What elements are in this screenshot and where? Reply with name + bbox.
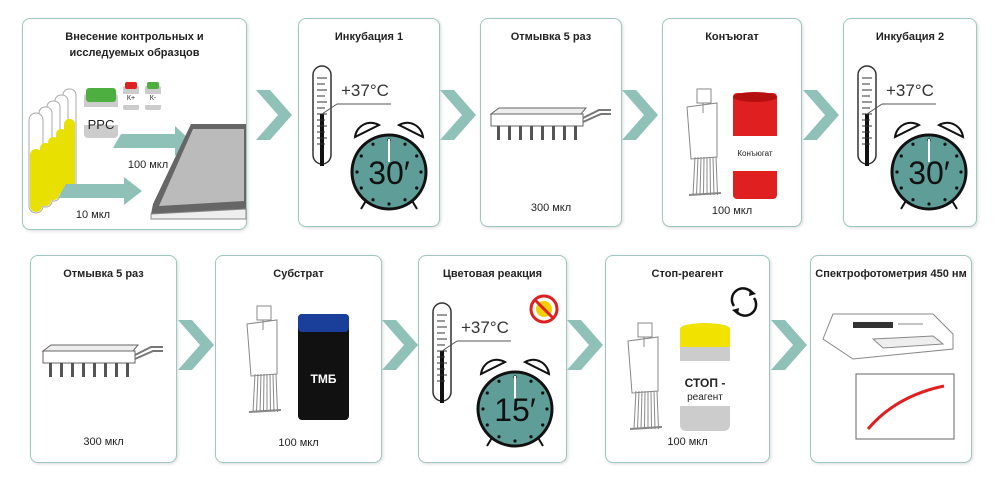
step-wash-2: Отмывка 5 раз 300 мкл [30,255,177,463]
step-incubation-2: Инкубация 2 +37°С 30′ [843,18,977,227]
clock-time-label: 15′ [494,392,536,428]
next-arrow-icon [382,320,418,370]
step-title: Субстрат [273,268,324,280]
step-conjugate: Конъюгат Конъюгат 100 мкл [662,18,802,227]
temperature-label: +37°С [341,81,389,100]
next-arrow-icon [178,320,214,370]
control-vials-icon [123,82,161,110]
bottle-label-line1: СТОП - [684,376,726,390]
next-arrow-icon [771,320,807,370]
test-tubes-icon [28,88,77,214]
volume-label: 300 мкл [83,436,124,448]
step-color-reaction: Цветовая реакция +37°С 15′ [418,255,567,463]
next-arrow-icon [440,90,476,140]
next-arrow-icon [803,90,839,140]
multichannel-pipette-icon [681,87,726,202]
stop-reagent-bottle-icon [680,323,730,431]
microplate-icon [150,124,247,220]
temperature-label: +37°С [886,81,934,100]
k-minus-label: К- [149,95,157,102]
strip-plate-icon [489,104,611,154]
step-incubation-1: Инкубация 1 +37°С 30′ [298,18,440,227]
step-title: Инкубация 1 [334,31,404,43]
volume-label: 100 мкл [711,205,753,217]
bottle-label: Конъюгат [737,149,773,158]
volume-label: 300 мкл [530,202,572,214]
k-plus-label: К+ [126,95,136,102]
transfer-arrow-icon [113,126,191,156]
transfer-arrow-icon [58,177,142,205]
bottle-label-line2: реагент [687,392,723,403]
step-stop-reagent: Стоп-реагент СТОП - реагент 100 мкл [605,255,770,463]
step-title: Отмывка 5 раз [510,31,592,43]
no-light-icon [529,294,559,324]
volume-10: 10 мкл [75,209,111,221]
step-title: Инкубация 2 [875,31,945,43]
absorbance-curve-icon [855,373,955,440]
shake-icon [730,287,758,317]
tmb-bottle-icon [298,314,349,420]
step-spectrophotometry: Спектрофотометрия 450 нм [810,255,972,463]
thermometer-icon [856,64,936,174]
strip-plate-icon [41,341,163,391]
step-title: Спектрофотометрия 450 нм [815,268,967,280]
multichannel-pipette-icon [241,304,286,419]
multichannel-pipette-icon [622,321,667,436]
alarm-clock-icon: 30′ [349,117,429,212]
volume-label: 100 мкл [667,436,708,448]
alarm-clock-icon: 15′ [475,354,555,449]
next-arrow-icon [567,320,603,370]
step-title: Цветовая реакция [442,268,543,280]
step-title: Конъюгат [705,31,759,43]
step-sample-addition: Внесение контрольных и исследуемых образ… [22,18,247,230]
thermometer-icon [311,64,391,174]
volume-100: 100 мкл [127,159,169,171]
next-arrow-icon [256,90,292,140]
step-wash-1: Отмывка 5 раз 300 мкл [480,18,622,227]
clock-time-label: 30′ [908,155,950,191]
step-substrate: Субстрат ТМБ 100 мкл [215,255,382,463]
ppc-bottle-icon [84,88,118,138]
step-title: Стоп-реагент [651,268,724,280]
volume-label: 100 мкл [278,437,319,449]
step-title: Отмывка 5 раз [63,268,144,280]
thermometer-icon [431,301,511,411]
next-arrow-icon [622,90,658,140]
step-title: Внесение контрольных и исследуемых образ… [65,31,204,59]
conjugate-bottle-icon [733,92,777,199]
clock-time-label: 30′ [368,155,410,191]
ppc-label: PPC [87,117,115,132]
temperature-label: +37°С [461,318,509,337]
bottle-label: ТМБ [310,372,337,386]
alarm-clock-icon: 30′ [889,117,969,212]
plate-reader-icon [822,313,954,360]
